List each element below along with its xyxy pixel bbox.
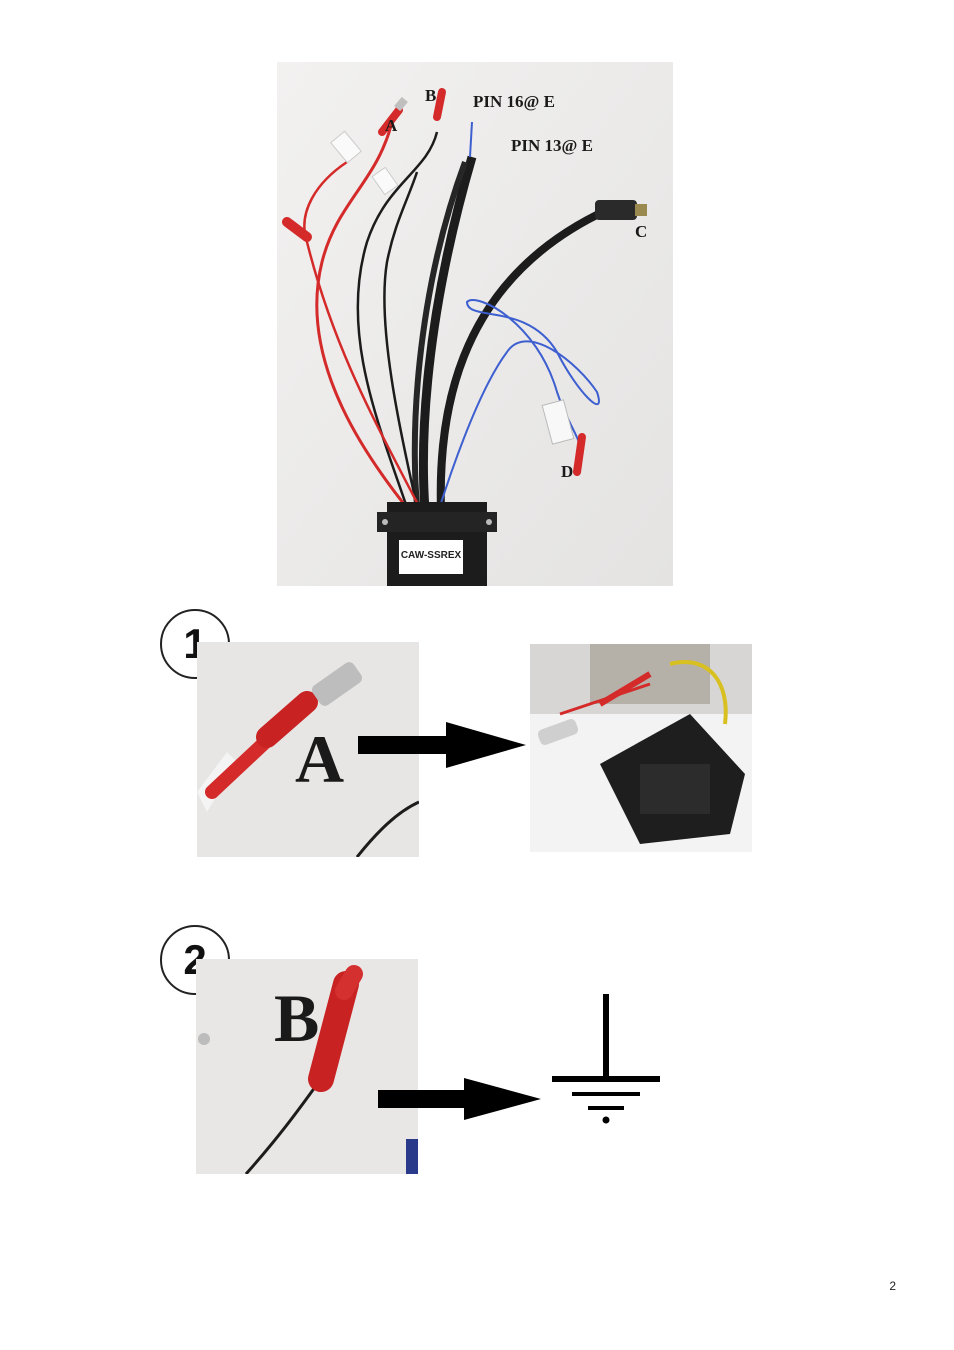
connector-c-plug	[595, 200, 637, 220]
step-2-label: B	[274, 979, 319, 1058]
main-harness-photo: A B PIN 16@ E PIN 13@ E C D CAW-SSREX	[277, 62, 673, 586]
label-d: D	[561, 462, 573, 482]
box-model-label: CAW-SSREX	[399, 550, 463, 561]
step-1-connector-photo	[530, 644, 752, 852]
harness-drawing	[277, 62, 673, 586]
label-a: A	[385, 116, 397, 136]
label-c: C	[635, 222, 647, 242]
label-b: B	[425, 86, 436, 106]
page-number: 2	[889, 1279, 896, 1293]
step-1-label: A	[295, 720, 344, 799]
step-2-terminal-photo: B	[196, 959, 418, 1174]
ground-symbol-icon	[548, 994, 664, 1126]
right-arrow-icon	[358, 722, 528, 768]
red-terminal-b	[437, 92, 442, 117]
label-pin16: PIN 16@ E	[473, 92, 555, 112]
red-terminal-d	[577, 437, 582, 472]
label-pin13: PIN 13@ E	[511, 136, 593, 156]
right-arrow-icon	[378, 1078, 543, 1120]
